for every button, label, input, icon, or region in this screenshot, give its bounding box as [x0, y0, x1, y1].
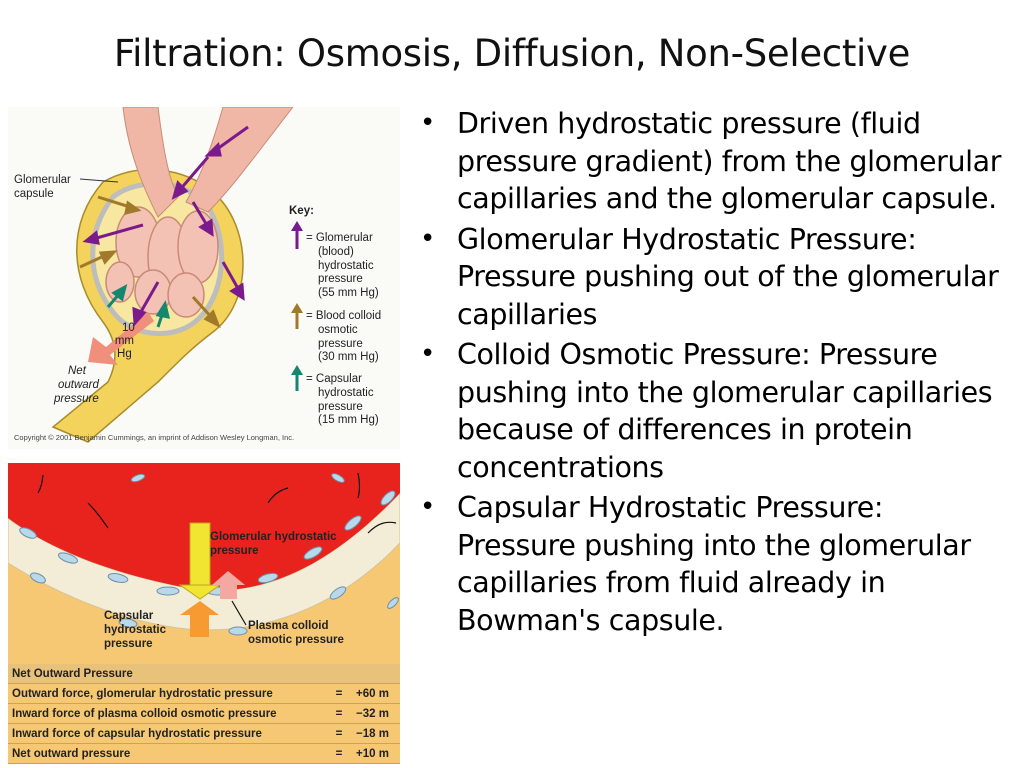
bullet-item: • Glomerular Hydrostatic Pressure: Pressu…: [418, 221, 1008, 334]
bullet-dot: •: [420, 492, 435, 522]
key-entry-colloid: = Blood colloid osmotic pressure (30 mm …: [306, 310, 381, 365]
row-label: Net outward pressure: [8, 743, 326, 764]
pressure-diagram: Glomerular hydrostatic pressure Capsular…: [8, 463, 400, 764]
table-row: Inward force of plasma colloid osmotic p…: [8, 703, 400, 724]
bullet-item: • Colloid Osmotic Pressure: Pressure push…: [418, 336, 1008, 486]
bullet-item: • Driven hydrostatic pressure (fluid pres…: [418, 105, 1008, 218]
plasma-colloid-label: Plasma colloid osmotic pressure: [248, 619, 344, 647]
row-value: +10 m: [352, 743, 400, 764]
row-label: Inward force of capsular hydrostatic pre…: [8, 723, 326, 744]
table-row: Inward force of capsular hydrostatic pre…: [8, 723, 400, 744]
key-line: = Capsular: [306, 373, 362, 385]
slide-title: Filtration: Osmosis, Diffusion, Non-Sele…: [113, 32, 911, 75]
capsular-label-line: pressure: [104, 638, 153, 650]
plasma-colloid-arrow: [212, 571, 245, 599]
key-arrows: [291, 221, 303, 391]
key-line: (30 mm Hg): [318, 351, 379, 364]
flow-arrows: [37, 472, 397, 534]
plasma-label-line: Plasma colloid: [248, 620, 329, 632]
bullet-text: Capsular Hydrostatic Pressure: Pressure …: [457, 491, 971, 637]
capsule-leader-line: [79, 178, 119, 183]
copyright-text: Copyright © 2001 Benjamin Cummings, an i…: [14, 433, 295, 442]
bullet-dot: •: [420, 223, 435, 254]
capsular-hydrostatic-arrow: [180, 601, 219, 637]
row-equals: =: [326, 743, 352, 764]
row-value: −18 m: [352, 723, 400, 744]
key-line: (15 mm Hg): [318, 414, 379, 427]
capsular-pressure-arrows: [106, 284, 170, 328]
key-line: pressure: [318, 273, 363, 286]
glomerulus-illustration: [8, 106, 400, 449]
bullet-text: Driven hydrostatic pressure (fluid press…: [457, 107, 1002, 215]
bullet-dot: •: [420, 339, 435, 369]
capillary-illustration: [8, 463, 400, 637]
bullet-dot: •: [420, 108, 435, 138]
afferent-arteriole: [122, 106, 179, 218]
key-entry-glomerular: = Glomerular (blood) hydrostatic pressur…: [306, 232, 379, 301]
row-equals: =: [326, 723, 352, 744]
glomerular-pressure-arrows: [82, 125, 249, 327]
key-line: hydrostatic: [318, 386, 374, 399]
net-label-line: outward: [58, 379, 99, 391]
efferent-arteriole: [185, 106, 295, 213]
net-arrow-label: 10 mm Hg: [114, 322, 135, 361]
glom-label-line: pressure: [210, 545, 259, 557]
key-line: = Blood colloid: [306, 310, 382, 322]
key-line: pressure: [318, 337, 363, 350]
key-line: (blood): [318, 245, 354, 258]
plasma-pointer-line: [231, 600, 247, 626]
capsular-label-line: hydrostatic: [104, 624, 166, 636]
table-header: Net Outward Pressure: [8, 664, 400, 684]
key-entry-capsular: = Capsular hydrostatic pressure (15 mm H…: [306, 373, 379, 428]
bullet-text: Colloid Osmotic Pressure: Pressure pushi…: [457, 338, 993, 484]
net-outward-label: Net outward pressure: [54, 364, 99, 406]
net-label-line: Net: [68, 365, 86, 377]
glom-label-line: Glomerular hydrostatic: [210, 531, 337, 543]
row-label: Inward force of plasma colloid osmotic p…: [8, 703, 326, 724]
colloid-pressure-arrows: [79, 195, 221, 329]
key-line: hydrostatic: [318, 259, 374, 272]
net-outward-arrow: [88, 312, 154, 365]
key-line: = Glomerular: [306, 232, 373, 244]
key-title: Key:: [289, 205, 314, 217]
bullet-text: Glomerular Hydrostatic Pressure: Pressur…: [457, 222, 999, 331]
bullet-item: • Capsular Hydrostatic Pressure: Pressure…: [418, 489, 1008, 639]
table-header-row: Net Outward Pressure: [8, 664, 400, 684]
glom-hydrostatic-label: Glomerular hydrostatic pressure: [210, 530, 337, 558]
net-arrow-label-line: 10: [122, 322, 135, 334]
row-equals: =: [326, 703, 352, 724]
key-line: pressure: [318, 400, 363, 413]
capillary-loops: [105, 206, 219, 318]
capsular-label-line: Capsular: [104, 610, 154, 622]
row-value: −32 m: [352, 703, 400, 724]
row-label: Outward force, glomerular hydrostatic pr…: [8, 683, 326, 704]
key-line: osmotic: [318, 323, 358, 336]
key-line: (55 mm Hg): [318, 287, 379, 300]
capsular-hydrostatic-label: Capsular hydrostatic pressure: [104, 609, 166, 651]
net-arrow-label-line: mm: [114, 335, 134, 347]
net-outward-pressure-table: Net Outward Pressure Outward force, glom…: [8, 664, 400, 764]
table-row: Outward force, glomerular hydrostatic pr…: [8, 683, 400, 704]
net-arrow-label-line: Hg: [117, 348, 132, 360]
glomerulus-diagram: Glomerular capsule Key: = Glomerular (bl…: [8, 106, 400, 449]
glomerular-hydrostatic-arrow: [178, 522, 222, 600]
plasma-label-line: osmotic pressure: [248, 634, 344, 646]
table-row: Net outward pressure = +10 m: [8, 743, 400, 764]
row-equals: =: [326, 683, 352, 704]
row-value: +60 m: [352, 683, 400, 704]
capsule-label: Glomerular capsule: [14, 174, 71, 200]
bullet-list: • Driven hydrostatic pressure (fluid pres…: [418, 105, 1008, 642]
net-label-line: pressure: [54, 393, 99, 405]
